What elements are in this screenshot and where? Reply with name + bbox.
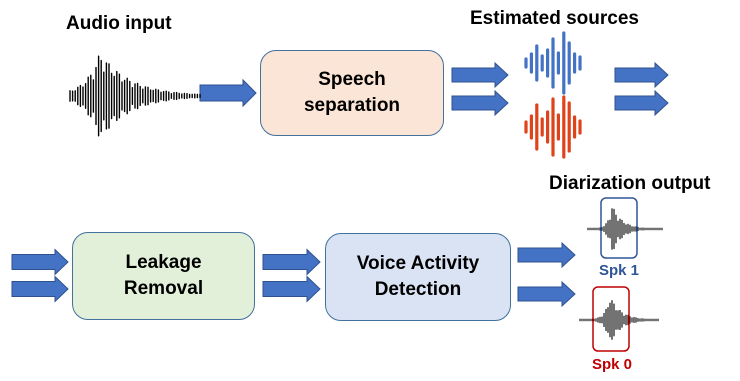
flow-arrow (11, 275, 69, 303)
flow-arrow (614, 89, 669, 117)
flow-arrow (451, 61, 509, 89)
voice-activity-detection-box: Voice Activity Detection (325, 233, 511, 321)
leakage-removal-line1: Leakage (125, 252, 202, 274)
speaker-0-label: Spk 0 (592, 356, 633, 373)
speaker-0-waveform (579, 300, 659, 340)
speech-separation-box: Speech separation (260, 50, 444, 136)
flow-arrows (11, 61, 669, 308)
speech-separation-line1: Speech (318, 69, 386, 91)
flow-arrow (199, 78, 257, 108)
vad-line2: Detection (374, 279, 462, 300)
spk0-frame (592, 286, 630, 352)
estimated-source-red-waveform (524, 95, 582, 159)
speech-separation-line2: separation (303, 95, 401, 116)
flow-arrow (11, 248, 69, 276)
leakage-removal-line2: Removal (123, 278, 204, 299)
flow-arrow (517, 280, 576, 308)
flow-arrow (517, 241, 576, 269)
estimated-source-blue-waveform (524, 31, 582, 95)
speaker-1-label: Spk 1 (599, 262, 640, 279)
flow-arrow (262, 248, 321, 276)
leakage-removal-box: Leakage Removal (72, 232, 255, 320)
vad-line1: Voice Activity (356, 253, 480, 275)
audio-input-label: Audio input (66, 13, 172, 34)
spk1-frame (600, 197, 638, 259)
audio-input-waveform (69, 55, 201, 137)
waveforms (69, 31, 663, 340)
flow-arrow (262, 275, 321, 303)
diarization-output-label: Diarization output (549, 173, 711, 194)
flow-arrow (451, 89, 509, 117)
estimated-sources-label: Estimated sources (470, 8, 639, 29)
speaker-1-waveform (587, 208, 663, 250)
flow-arrow (614, 61, 669, 89)
